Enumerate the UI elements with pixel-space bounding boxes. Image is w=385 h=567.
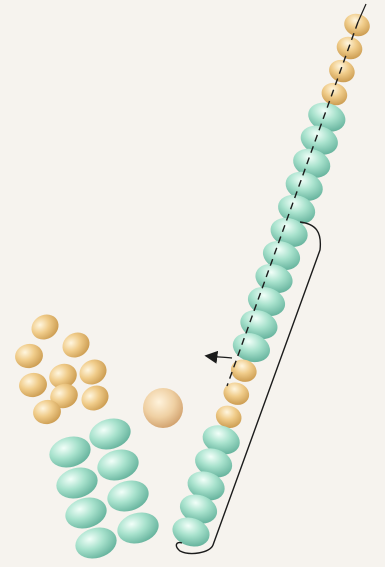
gold-bead [77, 381, 113, 416]
strand-gold-bead [334, 34, 366, 63]
strand-gold-bead [221, 379, 253, 408]
teal-bead [114, 508, 162, 548]
teal-bead [94, 445, 142, 485]
gold-bead [13, 342, 45, 370]
gold-bead [75, 355, 111, 390]
thread-exit-arrow [207, 356, 232, 358]
gold-bead [17, 371, 49, 399]
strand-gold-bead [326, 57, 358, 86]
strung-bead-strand [169, 11, 373, 552]
teal-bead [86, 414, 134, 454]
teal-bead [53, 463, 101, 503]
gold-bead [27, 310, 63, 345]
loose-teal-beads [46, 414, 162, 563]
gold-bead [58, 328, 94, 363]
teal-bead [46, 432, 94, 472]
teal-bead [62, 493, 110, 533]
teal-bead [104, 476, 152, 516]
teal-bead [72, 523, 120, 563]
loose-gold-beads [13, 310, 113, 427]
single-gold-bead [143, 388, 183, 428]
